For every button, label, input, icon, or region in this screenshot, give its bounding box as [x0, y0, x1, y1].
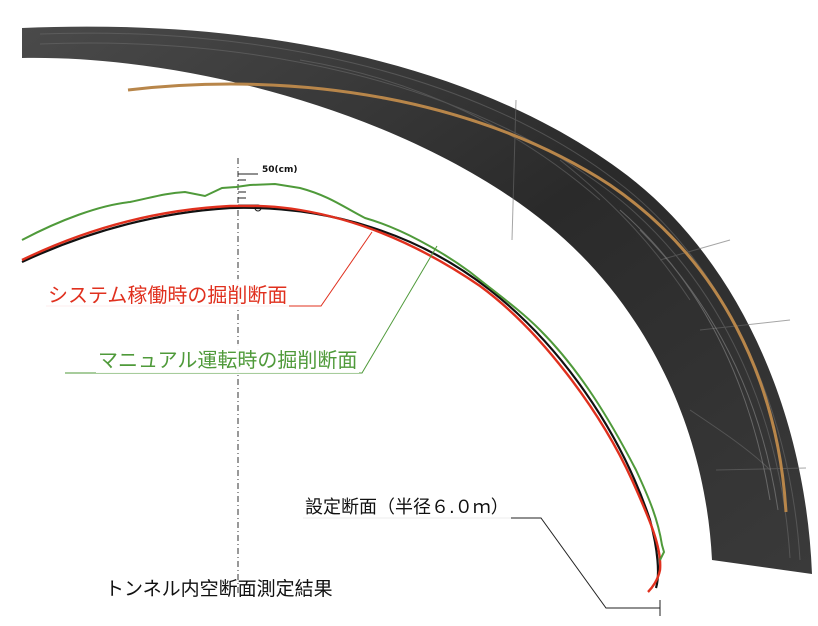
rock-texture: [39, 32, 807, 561]
scale-label: 50(cm): [262, 165, 298, 175]
system-excavation-label: システム稼働時の掘削断面: [46, 279, 290, 308]
manual-excavation-label: マニュアル運転時の掘削断面: [96, 344, 360, 373]
design-section-curve: [21, 206, 660, 589]
design-section-label: 設定断面（半径６.０ｍ）: [303, 493, 511, 519]
manual-excavation-curve: [21, 182, 666, 561]
system-excavation-curve: [21, 204, 662, 593]
scale-ticks: [238, 173, 258, 206]
steel-rib: [127, 82, 788, 513]
rock-lining: [22, 26, 812, 575]
rock-highlights: [619, 209, 779, 511]
figure-title: トンネル内空断面測定結果: [105, 578, 333, 600]
